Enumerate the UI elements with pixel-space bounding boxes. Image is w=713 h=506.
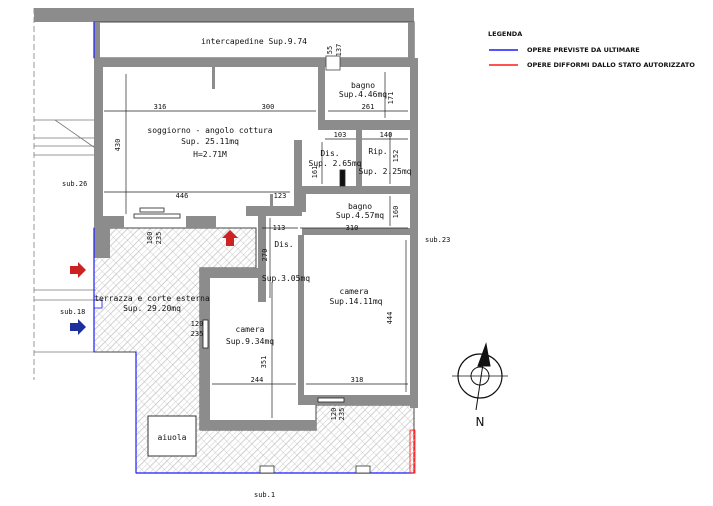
soggiorno-name: soggiorno - angolo cottura bbox=[147, 126, 272, 135]
aiuola-box bbox=[147, 415, 197, 457]
terrazza-area: Sup. 29.20mq bbox=[123, 304, 181, 313]
dim-text: 171 bbox=[387, 92, 395, 105]
dim-text: 261 bbox=[362, 103, 375, 111]
dim-text: 244 bbox=[251, 376, 264, 384]
dim-text: 180 bbox=[146, 232, 154, 245]
neighbour-left bbox=[33, 8, 99, 380]
dim-text: 123 bbox=[274, 192, 287, 200]
walls bbox=[94, 55, 418, 430]
soggiorno-area: Sup. 25.11mq bbox=[181, 137, 239, 146]
dimension-texts: 316 300 261 171 103 140 152 430 161 446 … bbox=[114, 44, 400, 421]
dim-text: 235 bbox=[155, 232, 163, 245]
dim-text: 103 bbox=[334, 131, 347, 139]
bagno2-area: Sup.4.57mq bbox=[336, 211, 384, 220]
step-mark bbox=[259, 465, 275, 474]
sub23-label: sub.23 bbox=[425, 236, 450, 244]
bagno1-name: bagno bbox=[351, 81, 375, 90]
blue-arrow-icon bbox=[70, 319, 86, 335]
dim-text: 120 bbox=[191, 320, 204, 328]
dim-text: 316 bbox=[154, 103, 167, 111]
compass-icon bbox=[452, 342, 508, 411]
legend-title: LEGENDA bbox=[488, 30, 522, 38]
dis2-area: Sup.3.05mq bbox=[262, 274, 310, 283]
sub18-label: sub.18 bbox=[60, 308, 85, 316]
dis1-area: Sup. 2.65mq bbox=[309, 159, 362, 168]
sub1-label: sub.1 bbox=[254, 491, 275, 499]
dim-text: 137 bbox=[335, 44, 343, 57]
dim-text: 55 bbox=[326, 46, 334, 54]
legend: LEGENDA OPERE PREVISTE DA ULTIMARE OPERE… bbox=[488, 30, 695, 69]
legend-item-blue: OPERE PREVISTE DA ULTIMARE bbox=[527, 46, 640, 54]
step-mark bbox=[355, 465, 371, 474]
dis2-name: Dis. bbox=[274, 240, 293, 249]
camera2-area: Sup.9.34mq bbox=[226, 337, 274, 346]
red-arrow-icon bbox=[70, 262, 86, 278]
soggiorno-height: H=2.71M bbox=[193, 150, 227, 159]
arrows bbox=[70, 230, 238, 335]
legend-item-red: OPERE DIFFORMI DALLO STATO AUTORIZZATO bbox=[527, 61, 695, 69]
dim-text: 140 bbox=[380, 131, 393, 139]
compass-north-label: N bbox=[476, 415, 485, 429]
intercapedine bbox=[34, 8, 415, 59]
dim-text: 430 bbox=[114, 139, 122, 152]
camera1-name: camera bbox=[340, 287, 369, 296]
dim-text: 270 bbox=[261, 249, 269, 262]
camera2-name: camera bbox=[236, 325, 265, 334]
dim-text: 444 bbox=[386, 312, 394, 325]
dimension-lines bbox=[104, 72, 408, 418]
dim-text: 113 bbox=[273, 224, 286, 232]
intercapedine-label: intercapedine Sup.9.74 bbox=[201, 37, 307, 46]
camera1-area: Sup.14.11mq bbox=[330, 297, 383, 306]
dim-text: 446 bbox=[176, 192, 189, 200]
dim-text: 235 bbox=[191, 330, 204, 338]
rip-area: Sup. 2.25mq bbox=[359, 167, 412, 176]
rip-name: Rip. bbox=[368, 147, 387, 156]
terrazza-name: terrazza e corte esterna bbox=[94, 294, 210, 303]
dis1-name: Dis. bbox=[320, 149, 339, 158]
terrace-area bbox=[93, 227, 415, 474]
dim-text: 351 bbox=[260, 356, 268, 369]
dim-text: 161 bbox=[311, 166, 319, 179]
dim-text: 152 bbox=[392, 150, 400, 163]
dim-text: 235 bbox=[338, 408, 346, 421]
openings bbox=[93, 169, 346, 403]
sub26-label: sub.26 bbox=[62, 180, 87, 188]
aiuola-label: aiuola bbox=[158, 433, 187, 442]
dim-text: 310 bbox=[346, 224, 359, 232]
bagno2-name: bagno bbox=[348, 202, 372, 211]
dim-text: 300 bbox=[262, 103, 275, 111]
dim-text: 160 bbox=[392, 206, 400, 219]
dim-text: 120 bbox=[330, 408, 338, 421]
dim-text: 318 bbox=[351, 376, 364, 384]
red-up-arrow-icon bbox=[222, 230, 238, 246]
bagno1-area: Sup.4.46mq bbox=[339, 90, 387, 99]
